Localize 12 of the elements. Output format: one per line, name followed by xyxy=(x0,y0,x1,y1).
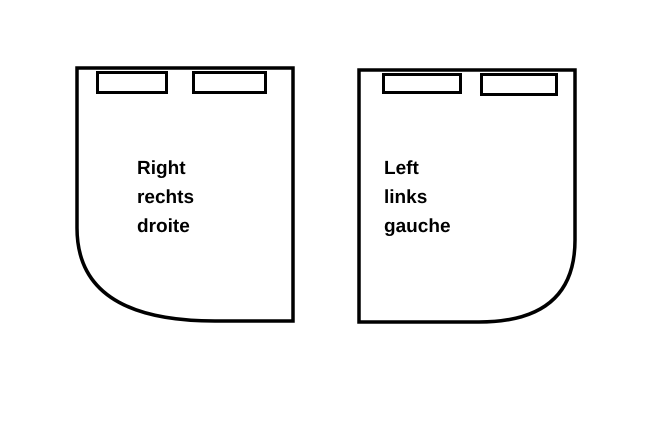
side-label: droite xyxy=(137,215,190,239)
pocket-shape xyxy=(359,70,575,322)
side-label: links xyxy=(384,186,428,210)
pocket-shape xyxy=(77,68,293,321)
pocket-slot xyxy=(192,71,267,94)
side-label: gauche xyxy=(384,215,451,239)
side-label: Left xyxy=(384,157,419,181)
pocket-slot xyxy=(382,73,462,94)
pocket-slot xyxy=(96,71,168,94)
pocket-slot xyxy=(480,73,558,96)
side-label: rechts xyxy=(137,186,194,210)
side-label: Right xyxy=(137,157,186,181)
